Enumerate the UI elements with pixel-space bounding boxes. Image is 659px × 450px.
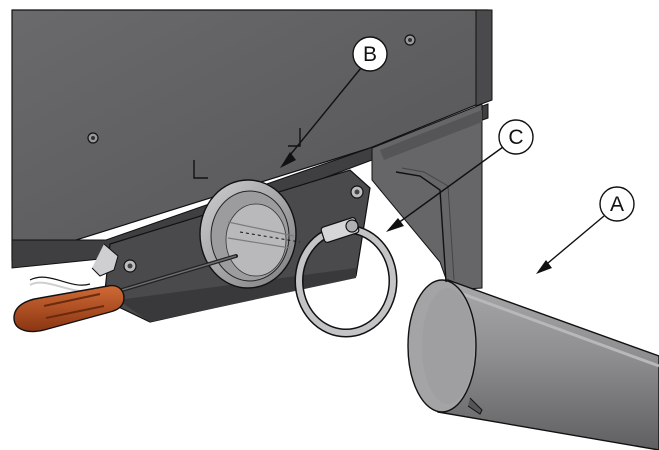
flue-pipe-icon xyxy=(407,279,659,450)
callout-leader-a xyxy=(536,215,605,274)
callout-c: C xyxy=(498,119,534,155)
leg-bracket xyxy=(395,167,455,283)
bolt-icon xyxy=(123,259,137,273)
callout-b: B xyxy=(352,36,388,72)
hose-clamp-icon xyxy=(294,217,398,338)
callout-a-label: A xyxy=(610,193,624,216)
callout-leader-b xyxy=(280,67,362,168)
bolt-icon xyxy=(350,185,364,199)
callout-a: A xyxy=(599,186,635,222)
screwdriver-icon xyxy=(13,254,238,333)
callout-b-label: B xyxy=(363,43,377,66)
callout-leader-c xyxy=(386,146,504,232)
bolt-icon xyxy=(87,132,99,144)
bolt-icon xyxy=(404,34,416,46)
callout-c-label: C xyxy=(508,126,523,149)
